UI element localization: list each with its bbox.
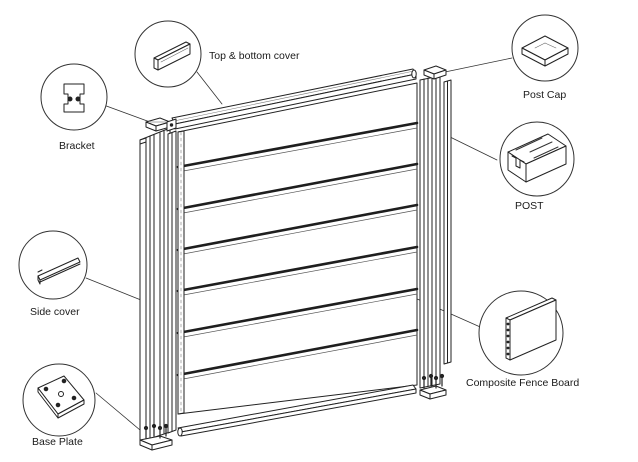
left-bracket [166, 118, 177, 132]
right-post-cap [423, 65, 447, 80]
label-post-cap: Post Cap [523, 89, 567, 101]
fence-board-stack [176, 82, 419, 415]
label-base-plate: Base Plate [32, 436, 83, 448]
left-base-plate [139, 423, 173, 451]
right-side-cover [443, 79, 452, 365]
label-composite-fence-board: Composite Fence Board [466, 377, 580, 389]
left-post-cap [145, 117, 171, 132]
label-bracket: Bracket [59, 140, 95, 152]
left-side-cover [167, 130, 177, 434]
right-post [419, 75, 441, 389]
callout-post [499, 121, 575, 197]
label-post: POST [515, 200, 544, 212]
callout-top-bottom-cover [134, 20, 202, 88]
label-side-cover: Side cover [30, 306, 80, 318]
callout-composite-fence-board [478, 290, 564, 376]
callout-side-cover [18, 230, 88, 300]
callout-post-cap [511, 14, 579, 82]
left-post [139, 127, 171, 443]
label-top-bottom-cover: Top & bottom cover [209, 50, 300, 62]
callout-bracket [40, 63, 108, 131]
right-base-plate [419, 373, 447, 400]
bottom-cover-rail [177, 384, 417, 437]
callout-base-plate [22, 363, 96, 437]
